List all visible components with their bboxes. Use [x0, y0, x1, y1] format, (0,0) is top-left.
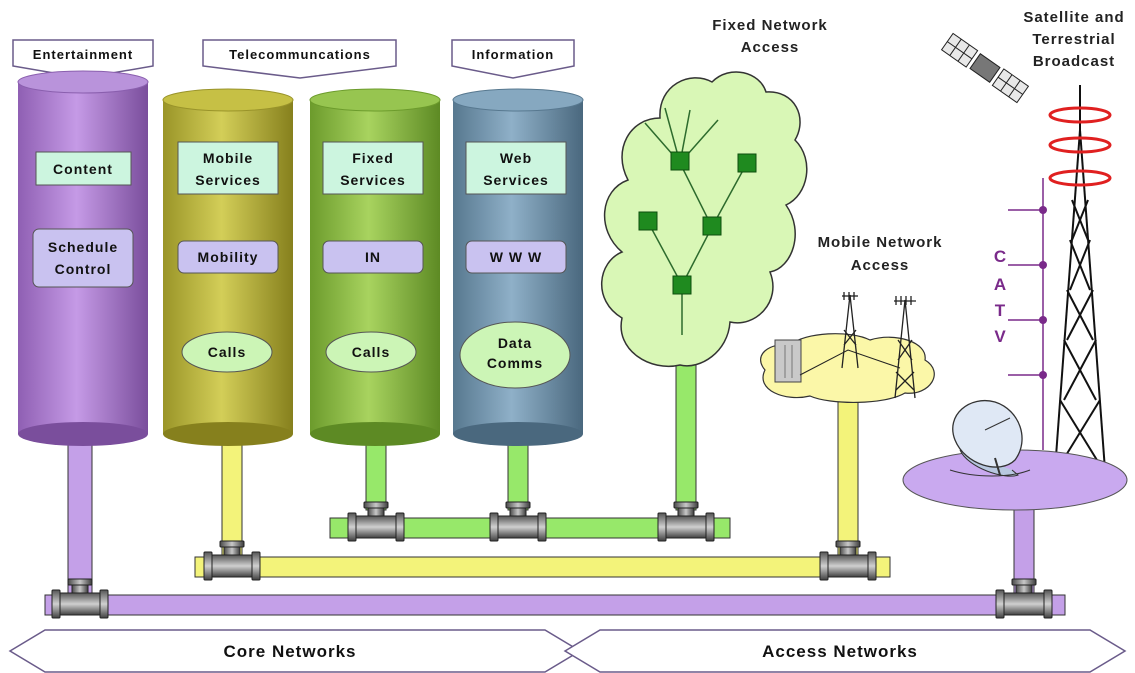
mobility-box [177, 240, 279, 274]
mobile-access-title-line2: Access [851, 257, 910, 274]
mobile-services-line2: Services [195, 172, 261, 188]
catv-letter-v: V [994, 327, 1006, 346]
content-label: Content [53, 161, 113, 177]
pipe-stem-mobile-access [837, 394, 859, 561]
cell-tower-icon [894, 296, 916, 399]
fixed-services-box [322, 141, 424, 195]
mobile-calls-oval [181, 331, 273, 373]
fixed-network-tree [601, 71, 808, 367]
building-icon [774, 339, 802, 383]
schedule-control-box [32, 228, 134, 288]
pipe-tee [51, 578, 109, 619]
header-telecommunications-label: Telecommuncations [229, 47, 371, 62]
header-entertainment-label: Entertainment [33, 47, 133, 62]
fixed-calls-oval [325, 331, 417, 373]
data-comms-oval [459, 321, 571, 389]
pipe-tee [657, 501, 715, 542]
tree-node [737, 153, 757, 173]
mobile-services-line1: Mobile [203, 150, 253, 166]
in-label: IN [365, 249, 381, 265]
fixed-access-title-line2: Access [741, 39, 800, 56]
broadcast-tower-icon [1054, 85, 1106, 471]
schedule-label: Schedule [48, 239, 118, 255]
pipe-stem-fixed-access [675, 359, 697, 511]
fixed-access-title-line1: Fixed Network [712, 17, 828, 34]
in-box [322, 240, 424, 274]
satellite-dish-icon [949, 400, 1031, 477]
mobility-label: Mobility [198, 249, 259, 265]
catv-node [1039, 206, 1047, 214]
mobile-access-title-line1: Mobile Network [818, 234, 943, 251]
header-information: Information [451, 39, 575, 79]
mobile-access-island [760, 292, 935, 404]
mobile-calls-label: Calls [208, 344, 246, 360]
fixed-calls-label: Calls [352, 344, 390, 360]
broadcast-title-line2: Terrestrial [1032, 31, 1115, 48]
header-telecommunications: Telecommuncations [202, 39, 397, 79]
catv-letter-t: T [995, 301, 1006, 320]
header-information-label: Information [472, 47, 555, 62]
pipe-yellow-horizontal [194, 556, 891, 578]
broadcast-title-line1: Satellite and [1023, 9, 1124, 26]
data-comms-line2: Comms [487, 355, 543, 371]
data-comms-line1: Data [498, 335, 532, 351]
pipe-tee [995, 578, 1053, 619]
pipe-stem-entertainment [67, 439, 93, 601]
access-networks-label: Access Networks [762, 642, 918, 661]
tree-node [702, 216, 722, 236]
web-services-line1: Web [500, 150, 532, 166]
content-box [35, 151, 132, 186]
pipe-stem-fixed [365, 439, 387, 511]
web-services-box [465, 141, 567, 195]
tree-node [670, 151, 690, 171]
web-services-line2: Services [483, 172, 549, 188]
catv-letter-a: A [994, 275, 1006, 294]
tree-node [638, 211, 658, 231]
mobile-services-box [177, 141, 279, 195]
fixed-services-line2: Services [340, 172, 406, 188]
broadcast-title-line3: Broadcast [1033, 53, 1115, 70]
www-box [465, 240, 567, 274]
catv-node [1039, 316, 1047, 324]
broadcast-rings [1048, 106, 1112, 187]
access-networks-banner: Access Networks [563, 629, 1127, 673]
pipe-tee [489, 501, 547, 542]
pipe-stem-mobile [221, 439, 243, 556]
pipe-tee [347, 501, 405, 542]
pipe-purple-horizontal [44, 594, 1066, 616]
control-label: Control [55, 261, 112, 277]
header-entertainment: Entertainment [12, 39, 154, 79]
cell-tower-icon [841, 292, 859, 369]
pipe-stem-info [507, 439, 529, 511]
catv-letter-c: C [994, 247, 1006, 266]
catv-node [1039, 371, 1047, 379]
tree-node [672, 275, 692, 295]
catv-node [1039, 261, 1047, 269]
core-networks-banner: Core Networks [8, 629, 582, 673]
fixed-services-line1: Fixed [352, 150, 394, 166]
core-networks-label: Core Networks [224, 642, 357, 661]
www-label: W W W [490, 249, 542, 265]
satellite-icon [940, 32, 1030, 104]
pipe-tee [203, 540, 261, 581]
catv-line [1008, 178, 1044, 450]
pipe-tee [819, 540, 877, 581]
